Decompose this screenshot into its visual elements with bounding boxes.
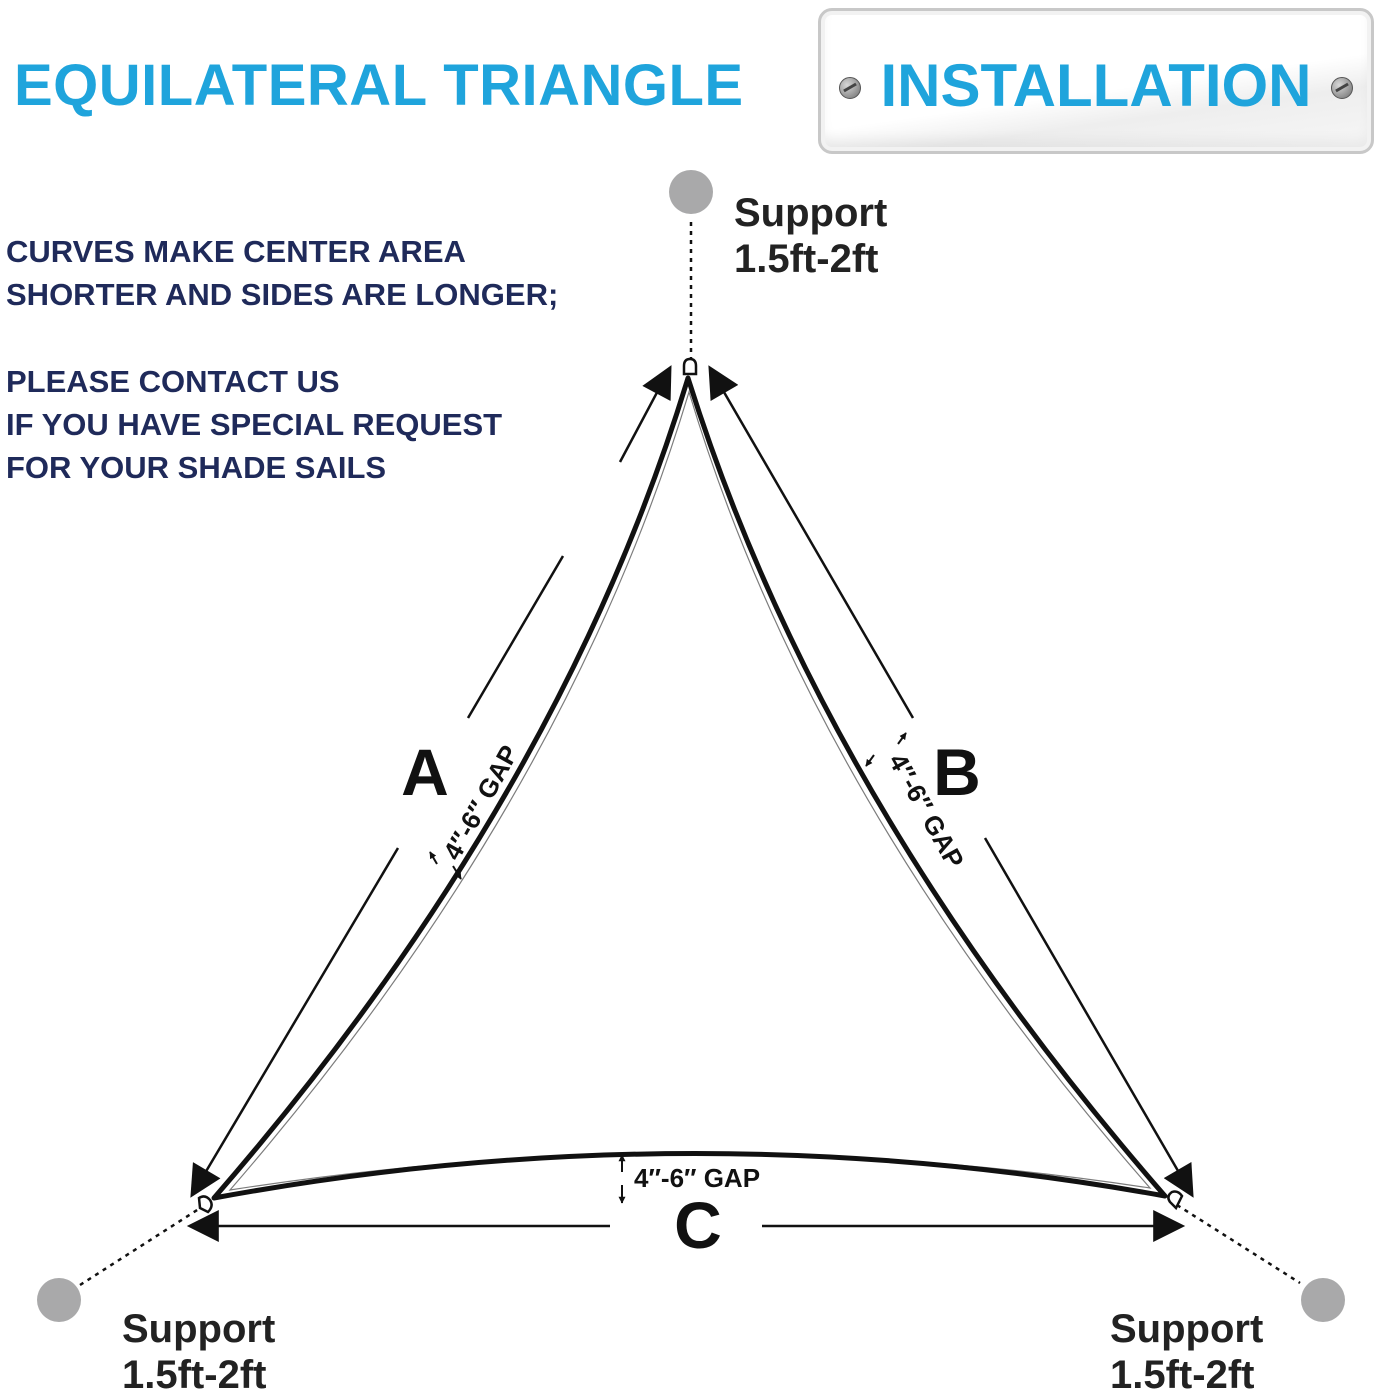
support-post-bottom-left	[37, 1278, 81, 1322]
note-line: FOR YOUR SHADE SAILS	[6, 450, 387, 485]
dimension-arrow-b-upper	[708, 365, 915, 719]
gap-indicator-a	[452, 865, 462, 880]
tension-line-bottom-left	[79, 1203, 206, 1287]
screw-icon	[1331, 77, 1353, 99]
side-label-c: C	[674, 1188, 722, 1262]
gap-indicator-a	[429, 851, 438, 865]
curve-note: CURVES MAKE CENTER AREA SHORTER AND SIDE…	[6, 230, 558, 316]
support-post-top	[669, 170, 713, 214]
note-line: PLEASE CONTACT US	[6, 364, 340, 399]
support-title: Support	[1110, 1307, 1264, 1351]
support-label-bottom-left: Support 1.5ft-2ft	[122, 1306, 275, 1398]
dimension-arrow-a-upper	[618, 365, 672, 463]
note-line: CURVES MAKE CENTER AREA	[6, 234, 466, 269]
support-label-top: Support 1.5ft-2ft	[734, 190, 887, 282]
gap-indicator-b	[865, 754, 875, 767]
support-distance: 1.5ft-2ft	[1110, 1353, 1255, 1397]
dimension-line-a-mid	[466, 555, 565, 719]
note-line: IF YOU HAVE SPECIAL REQUEST	[6, 407, 503, 442]
gap-indicator-b	[897, 732, 907, 745]
screw-icon	[839, 77, 861, 99]
contact-note: PLEASE CONTACT US IF YOU HAVE SPECIAL RE…	[6, 360, 502, 489]
note-line: SHORTER AND SIDES ARE LONGER;	[6, 277, 559, 312]
plaque-label: INSTALLATION	[880, 52, 1312, 119]
support-distance: 1.5ft-2ft	[734, 237, 879, 281]
gap-label-c: 4″-6″ GAP	[634, 1163, 760, 1193]
shade-sail-inner-hem	[228, 389, 1152, 1191]
d-ring-bottom-left	[197, 1195, 213, 1214]
tension-line-bottom-right	[1176, 1203, 1301, 1285]
installation-plaque: INSTALLATION	[818, 8, 1374, 154]
support-post-bottom-right	[1301, 1278, 1345, 1322]
side-label-b: B	[933, 735, 981, 809]
support-distance: 1.5ft-2ft	[122, 1353, 267, 1397]
side-label-a: A	[401, 735, 449, 809]
page-title: EQUILATERAL TRIANGLE	[14, 53, 744, 118]
shade-sail-outline	[211, 375, 1168, 1201]
support-title: Support	[734, 191, 888, 235]
dimension-arrow-a-lower	[190, 847, 400, 1198]
support-label-bottom-right: Support 1.5ft-2ft	[1110, 1306, 1263, 1398]
support-title: Support	[122, 1307, 276, 1351]
d-ring-top	[682, 357, 698, 376]
dimension-arrow-b-lower	[983, 837, 1194, 1198]
